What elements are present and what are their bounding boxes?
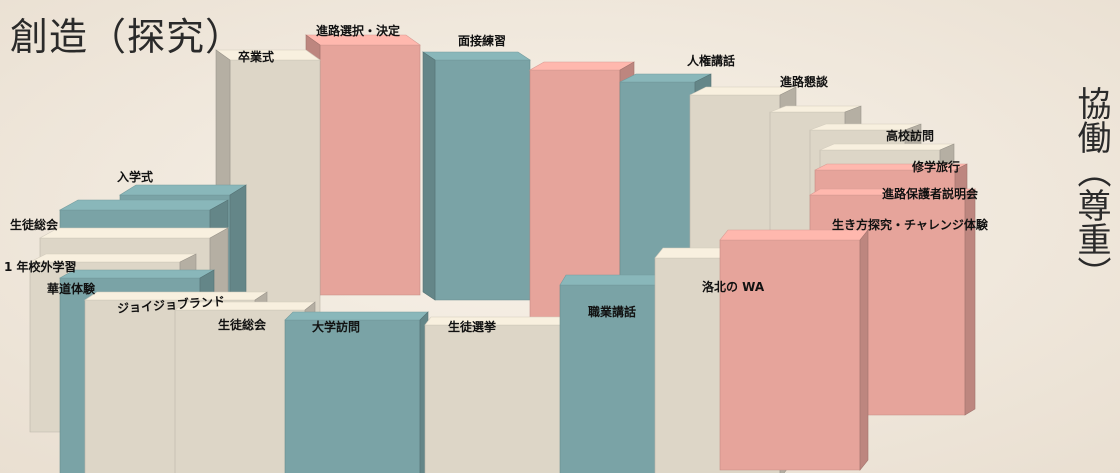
- heading-collaboration-respect: 協働（尊重）: [1071, 86, 1111, 290]
- label-career-interview: 進路懇談: [780, 75, 829, 89]
- heading-creation-inquiry: 創造（探究）: [10, 15, 245, 59]
- label-university-visit: 大学訪問: [312, 320, 361, 334]
- block-top: [422, 51, 531, 61]
- label-first-year-field-trip: 1 年校外学習: [4, 260, 77, 274]
- label-high-school-visit: 高校訪問: [886, 129, 935, 143]
- block-side: [964, 188, 976, 416]
- block-front: [424, 324, 571, 473]
- label-career-choice: 進路選択・決定: [316, 24, 401, 38]
- label-school-trip: 修学旅行: [912, 160, 961, 174]
- block-top: [528, 61, 636, 71]
- label-career-parents-briefing: 進路保護者説明会: [882, 187, 979, 201]
- block-side: [422, 51, 436, 301]
- label-student-assembly-1: 生徒総会: [10, 218, 59, 232]
- label-student-election: 生徒選挙: [448, 320, 497, 334]
- label-interview-practice: 面接練習: [458, 34, 507, 48]
- ring-of-blocks: [29, 34, 977, 473]
- block-top: [58, 199, 230, 211]
- block-top: [38, 227, 230, 239]
- block-top: [118, 184, 248, 196]
- block-front: [284, 319, 421, 473]
- label-human-rights-talk: 人権講話: [687, 54, 736, 68]
- label-entrance-ceremony: 入学式: [117, 170, 154, 184]
- block-front: [719, 239, 861, 471]
- block-front: [319, 44, 421, 296]
- label-career-talk: 職業講話: [588, 305, 637, 319]
- block-side: [859, 229, 869, 471]
- label-life-inquiry-challenge: 生き方探究・チャレンジ体験: [832, 218, 988, 232]
- label-flower-arrangement: 華道体験: [47, 282, 96, 296]
- label-graduation: 卒業式: [238, 50, 275, 64]
- block-top: [58, 269, 216, 279]
- label-rakuhoku-wa: 洛北の WA: [702, 280, 765, 294]
- label-student-assembly-2: 生徒総会: [218, 318, 267, 332]
- block-top: [819, 143, 955, 151]
- block-front: [434, 59, 531, 301]
